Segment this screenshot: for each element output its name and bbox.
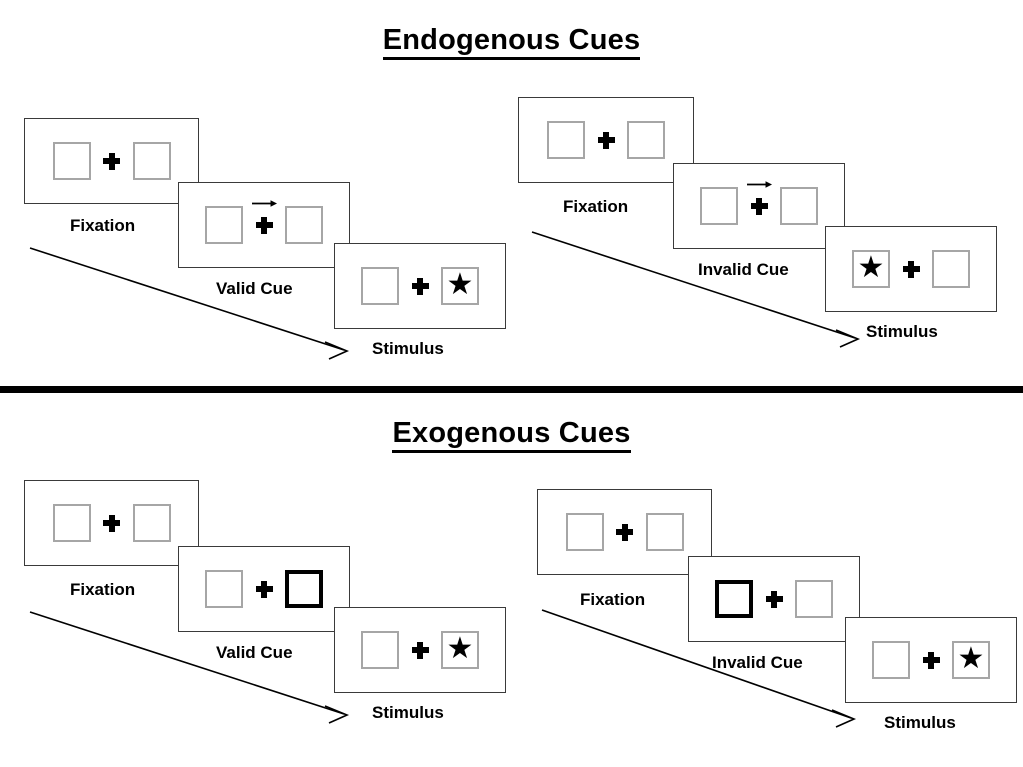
stimulus-box-right (285, 206, 323, 244)
plus-icon (411, 641, 429, 659)
fixation-cross (738, 180, 780, 215)
arrow-right-icon (747, 180, 773, 188)
stimulus-box-left (205, 206, 243, 244)
caption-exogenous-invalid-fixation: Fixation (580, 590, 646, 609)
stimulus-box-left (872, 641, 910, 679)
plus-icon (902, 260, 920, 278)
fixation-cross (585, 131, 627, 149)
fixation-cross (91, 514, 133, 532)
star-icon: ★ (446, 632, 474, 665)
plus-icon (411, 277, 429, 295)
section-title-endogenous-text: Endogenous Cues (382, 25, 641, 61)
stimulus-box-right (627, 121, 665, 159)
stimulus-box-right (645, 513, 684, 551)
section-title-exogenous-text: Exogenous Cues (392, 418, 631, 454)
stimulus-box-left-cued (715, 580, 753, 618)
section-title-endogenous: Endogenous Cues (0, 24, 1023, 61)
plus-icon (765, 590, 783, 608)
fixation-cross (91, 152, 133, 170)
stimulus-box-right (795, 580, 833, 618)
caption-endogenous-valid-stimulus: Stimulus (372, 339, 444, 358)
panel-inner: ★ (872, 641, 990, 679)
arrow-right-icon (252, 199, 278, 207)
panel-inner (52, 504, 171, 542)
caption-exogenous-invalid-cue: Invalid Cue (712, 653, 803, 672)
fixation-cross (243, 580, 285, 598)
fixation-cross (399, 277, 441, 295)
time-arrow-endogenous-invalid (531, 231, 861, 348)
stimulus-box-right-cued (285, 570, 323, 608)
section-title-exogenous: Exogenous Cues (0, 417, 1023, 454)
plus-icon (103, 152, 120, 170)
star-icon: ★ (446, 268, 474, 301)
plus-icon (922, 651, 940, 669)
panel-endogenous-invalid-cue (673, 163, 845, 249)
panel-inner (205, 199, 323, 244)
panel-exogenous-valid-fixation (24, 480, 199, 566)
caption-endogenous-invalid-stimulus: Stimulus (866, 322, 938, 341)
time-arrow-exogenous-valid (29, 611, 350, 724)
caption-endogenous-valid-cue: Valid Cue (216, 279, 293, 298)
panel-inner: ★ (361, 267, 479, 305)
panel-endogenous-invalid-fixation (518, 97, 694, 183)
fixation-cross (890, 260, 932, 278)
panel-exogenous-invalid-cue (688, 556, 860, 642)
stimulus-box-right (780, 187, 818, 225)
panel-inner: ★ (852, 250, 970, 288)
plus-icon (597, 131, 615, 149)
panel-exogenous-invalid-stimulus: ★ (845, 617, 1017, 703)
stimulus-box-left (52, 504, 91, 542)
panel-inner (700, 180, 818, 225)
time-arrow-exogenous-invalid (541, 609, 857, 728)
fixation-cross (910, 651, 952, 669)
stimulus-box-left (547, 121, 585, 159)
stimulus-box-left (565, 513, 604, 551)
stimulus-box-left: ★ (852, 250, 890, 288)
panel-inner: ★ (361, 631, 479, 669)
panel-endogenous-invalid-stimulus: ★ (825, 226, 997, 312)
stimulus-box-left (700, 187, 738, 225)
stimulus-box-right (932, 250, 970, 288)
star-icon: ★ (857, 251, 885, 284)
plus-icon (103, 514, 120, 532)
stimulus-box-right: ★ (441, 631, 479, 669)
plus-icon (750, 197, 768, 215)
caption-exogenous-invalid-stimulus: Stimulus (884, 713, 956, 732)
panel-endogenous-valid-fixation (24, 118, 199, 204)
stimulus-box-right: ★ (952, 641, 990, 679)
caption-exogenous-valid-stimulus: Stimulus (372, 703, 444, 722)
stimulus-box-right (132, 142, 171, 180)
plus-icon (616, 523, 633, 541)
panel-endogenous-valid-stimulus: ★ (334, 243, 506, 329)
stimulus-box-left (361, 631, 399, 669)
caption-exogenous-valid-cue: Valid Cue (216, 643, 293, 662)
panel-inner (715, 580, 833, 618)
stimulus-box-left (361, 267, 399, 305)
panel-exogenous-invalid-fixation (537, 489, 712, 575)
fixation-cross (753, 590, 795, 608)
caption-endogenous-invalid-cue: Invalid Cue (698, 260, 789, 279)
time-arrow-endogenous-valid (29, 247, 350, 360)
panel-inner (565, 513, 684, 551)
caption-endogenous-invalid-fixation: Fixation (563, 197, 629, 216)
panel-inner (547, 121, 665, 159)
stimulus-box-right (132, 504, 171, 542)
panel-inner (52, 142, 171, 180)
panel-endogenous-valid-cue (178, 182, 350, 268)
plus-icon (255, 216, 273, 234)
plus-icon (255, 580, 273, 598)
panel-exogenous-valid-cue (178, 546, 350, 632)
star-icon: ★ (957, 642, 985, 675)
section-divider (0, 386, 1023, 393)
panel-exogenous-valid-stimulus: ★ (334, 607, 506, 693)
fixation-cross (243, 199, 285, 234)
caption-endogenous-valid-fixation: Fixation (70, 216, 136, 235)
caption-exogenous-valid-fixation: Fixation (70, 580, 136, 599)
panel-inner (205, 570, 323, 608)
stimulus-box-left (52, 142, 91, 180)
stimulus-box-right: ★ (441, 267, 479, 305)
fixation-cross (399, 641, 441, 659)
stimulus-box-left (205, 570, 243, 608)
fixation-cross (604, 523, 646, 541)
